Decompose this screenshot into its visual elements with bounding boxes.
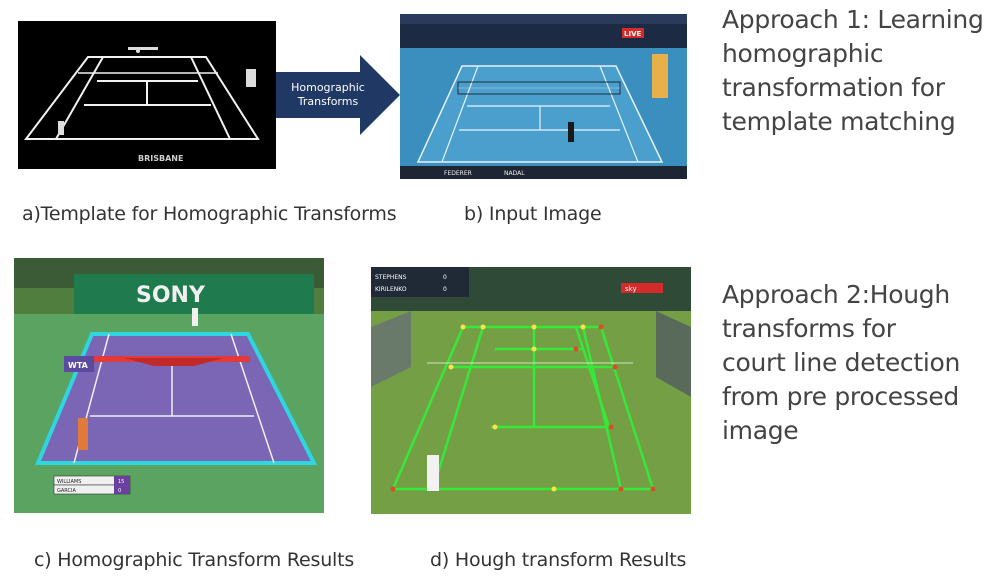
- caption-d: d) Hough transform Results: [430, 549, 687, 571]
- hough-score-value2: 0: [443, 286, 447, 293]
- approach-1-text: Approach 1: Learning homographic transfo…: [722, 5, 984, 136]
- hough-score-value1: 0: [443, 274, 447, 281]
- caption-b: b) Input Image: [464, 203, 602, 225]
- caption-c: c) Homographic Transform Results: [34, 549, 355, 571]
- player2-label: NADAL: [504, 170, 525, 177]
- hough-score-player1: STEPHENS: [375, 274, 407, 281]
- side-banner: WTA: [68, 361, 89, 370]
- live-badge: LIVE: [624, 30, 641, 38]
- score-value1: 15: [118, 479, 124, 485]
- hough-score-player2: KIRILENKO: [375, 286, 407, 293]
- broadcaster-logo: sky: [625, 285, 637, 293]
- score-value2: 0: [118, 488, 121, 494]
- player1-label: FEDERER: [444, 170, 472, 177]
- homographic-transform-arrow: Homographic Transforms: [276, 55, 400, 135]
- caption-a: a)Template for Homographic Transforms: [22, 203, 397, 225]
- score-player1: WILLIAMS: [57, 479, 81, 485]
- hough-result-image: STEPHENS KIRILENKO 0 0 sky: [371, 267, 691, 514]
- approach-2-text: Approach 2:Hough transforms for court li…: [722, 280, 961, 445]
- input-image: LIVE FEDERER NADAL: [400, 14, 687, 179]
- homography-result-image: SONY WTA WILLIAMS GARCIA 15 0: [14, 258, 324, 513]
- sponsor-banner: SONY: [136, 283, 206, 308]
- arrow-label: Homographic Transforms: [291, 81, 365, 108]
- template-image: BRISBANE: [18, 21, 276, 169]
- score-player2: GARCIA: [57, 488, 76, 494]
- venue-label: BRISBANE: [138, 154, 183, 163]
